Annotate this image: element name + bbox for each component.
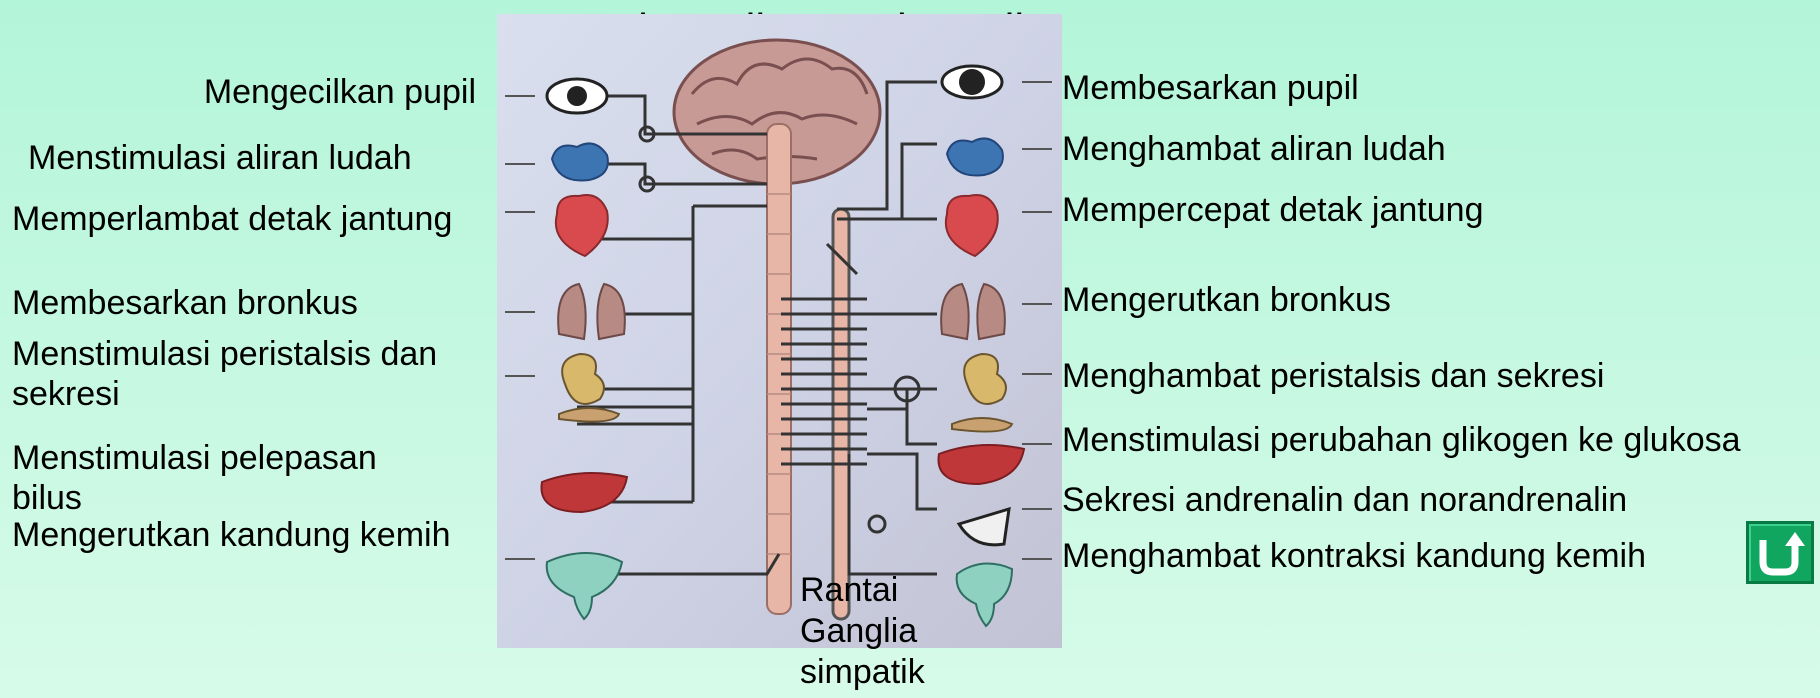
symp-label-glycogen: Menstimulasi perubahan glikogen ke gluko… — [1062, 420, 1741, 460]
symp-label-bladder: Menghambat kontraksi kandung kemih — [1062, 536, 1646, 576]
sympathetic-ganglia-chain — [833, 209, 849, 619]
right-eye-icon — [942, 66, 1002, 98]
symp-label-pupil: Membesarkan pupil — [1062, 68, 1359, 108]
para-label-saliva: Menstimulasi aliran ludah — [28, 138, 412, 178]
para-label-bile: Menstimulasi pelepasan bilus — [12, 438, 432, 518]
symp-label-bronchus: Mengerutkan bronkus — [1062, 280, 1391, 320]
caption-line-2: Ganglia — [800, 611, 925, 652]
para-label-heart: Memperlambat detak jantung — [12, 199, 452, 239]
caption-line-1: Rantai — [800, 570, 925, 611]
para-label-peristalsis: Menstimulasi peristalsis dan sekresi — [12, 334, 492, 414]
return-arrow-icon — [1749, 524, 1811, 581]
para-label-pupil: Mengecilkan pupil — [120, 72, 476, 112]
para-label-bronchus: Membesarkan bronkus — [12, 283, 358, 323]
spinal-cord — [767, 124, 791, 614]
autonomic-nervous-system-diagram — [497, 14, 1062, 648]
caption-line-3: simpatik — [800, 652, 925, 693]
return-button[interactable] — [1746, 521, 1814, 584]
left-eye-icon — [547, 79, 607, 113]
para-label-bladder: Mengerutkan kandung kemih — [12, 515, 451, 555]
symp-label-adrenalin: Sekresi andrenalin dan norandrenalin — [1062, 480, 1627, 520]
ganglia-caption: Rantai Ganglia simpatik — [800, 570, 925, 693]
symp-label-peristalsis: Menghambat peristalsis dan sekresi — [1062, 356, 1604, 396]
symp-label-heart: Mempercepat detak jantung — [1062, 190, 1483, 230]
symp-label-saliva: Menghambat aliran ludah — [1062, 129, 1446, 169]
